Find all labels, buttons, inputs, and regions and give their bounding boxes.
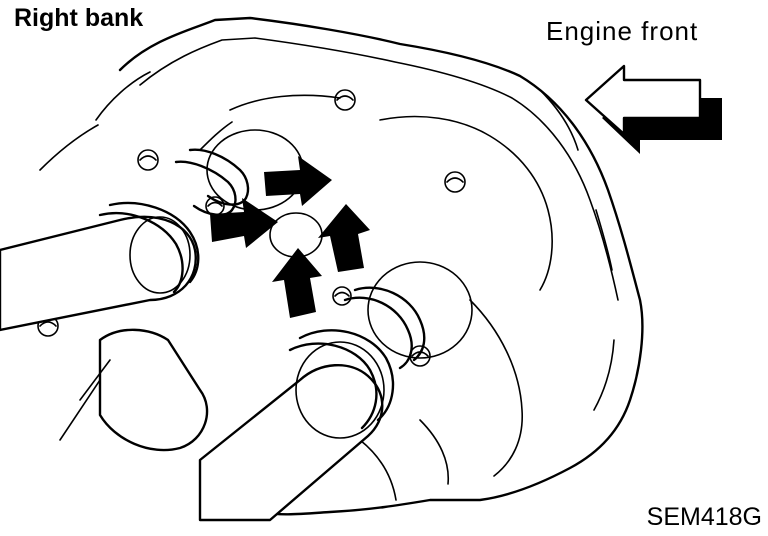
cylinder-head-outline xyxy=(118,16,644,516)
bank-title: Right bank xyxy=(14,4,144,32)
engine-front-arrow-icon xyxy=(584,64,722,154)
engine-front-label: Engine front xyxy=(546,16,699,46)
indicator-arrow-icon xyxy=(272,248,322,318)
camshaft-upper xyxy=(0,201,200,332)
indicator-arrow-icon xyxy=(318,204,370,272)
figure-code: SEM418G xyxy=(646,503,762,531)
camshaft-lower xyxy=(198,329,395,522)
indicator-arrow-icon xyxy=(210,198,278,248)
lower-left-journal xyxy=(98,328,209,452)
lower-cam-journal xyxy=(343,261,473,370)
indicator-arrow-icon xyxy=(264,156,332,206)
indicator-arrows xyxy=(210,156,370,318)
oil-passage xyxy=(269,212,323,258)
